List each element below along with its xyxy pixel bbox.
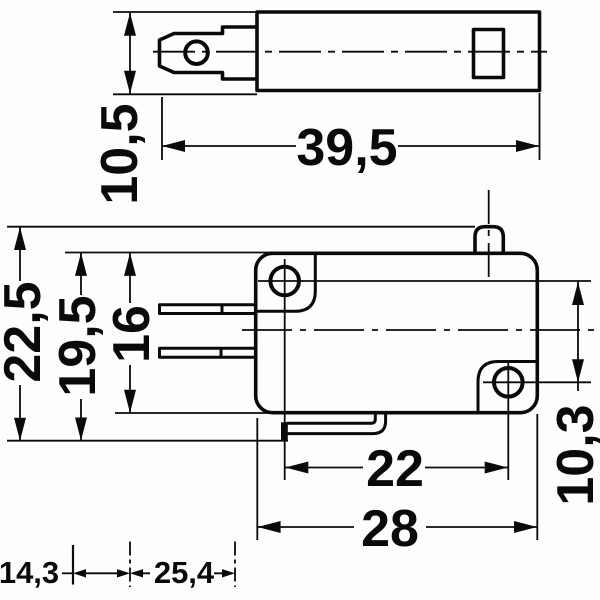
mounting-boss-outline [256, 253, 317, 313]
arrow-right-icon [514, 521, 537, 533]
arrow-right-icon [484, 461, 508, 474]
terminal-hole [183, 39, 210, 67]
dim-label-hole-spacing: 22 [366, 440, 424, 498]
arrow-up-icon [75, 252, 87, 276]
arrow-down-icon [124, 389, 136, 413]
mounting-hole [492, 366, 525, 399]
mounting-boss-outline [476, 360, 537, 413]
arrow-down-icon [14, 417, 26, 441]
arrow-up-icon [572, 282, 584, 305]
terminal-lower [158, 346, 258, 359]
arrow-down-icon [124, 70, 136, 94]
lever-outline [286, 412, 388, 436]
arrow-left-icon [73, 569, 86, 578]
dim-label-lever-height: 19,5 [49, 295, 107, 396]
side-view: 22,5 19,5 16 10,3 22 28 [0, 190, 600, 558]
arrow-right-icon [516, 140, 539, 152]
top-view: 10,5 39,5 [91, 10, 547, 205]
lever-tip [281, 422, 288, 441]
dim-label-body-height: 16 [103, 305, 161, 363]
reference-dimensions: 14,3 25,4 [0, 541, 236, 590]
mounting-hole [268, 264, 302, 298]
arrow-up-icon [124, 12, 136, 36]
arrow-right-icon [222, 569, 235, 578]
arrow-left-icon [130, 569, 143, 578]
switch-body-outline [253, 251, 540, 415]
dim-label-top-height: 10,5 [91, 103, 149, 204]
dim-label-ref-a: 14,3 [0, 555, 59, 590]
dim-label-ref-b: 25,4 [154, 555, 215, 590]
arrow-right-icon [117, 569, 130, 578]
dim-label-hole-offset: 10,3 [547, 404, 600, 505]
terminal-tab-outline [157, 25, 257, 81]
dim-label-overall-height: 22,5 [0, 281, 52, 382]
plunger-top-outline [471, 27, 506, 80]
arrow-down-icon [75, 417, 87, 441]
switch-body-outline [255, 10, 542, 93]
dim-label-body-length: 28 [361, 500, 419, 558]
arrow-left-icon [285, 461, 309, 474]
arrow-left-icon [257, 521, 281, 533]
arrow-up-icon [124, 252, 136, 276]
plunger-outline [473, 224, 506, 253]
lever-outline [286, 412, 377, 425]
arrow-down-icon [572, 359, 584, 383]
arrow-up-icon [14, 227, 26, 250]
terminal-upper [158, 303, 258, 316]
arrow-left-icon [162, 140, 185, 152]
dim-label-top-length: 39,5 [296, 119, 397, 177]
